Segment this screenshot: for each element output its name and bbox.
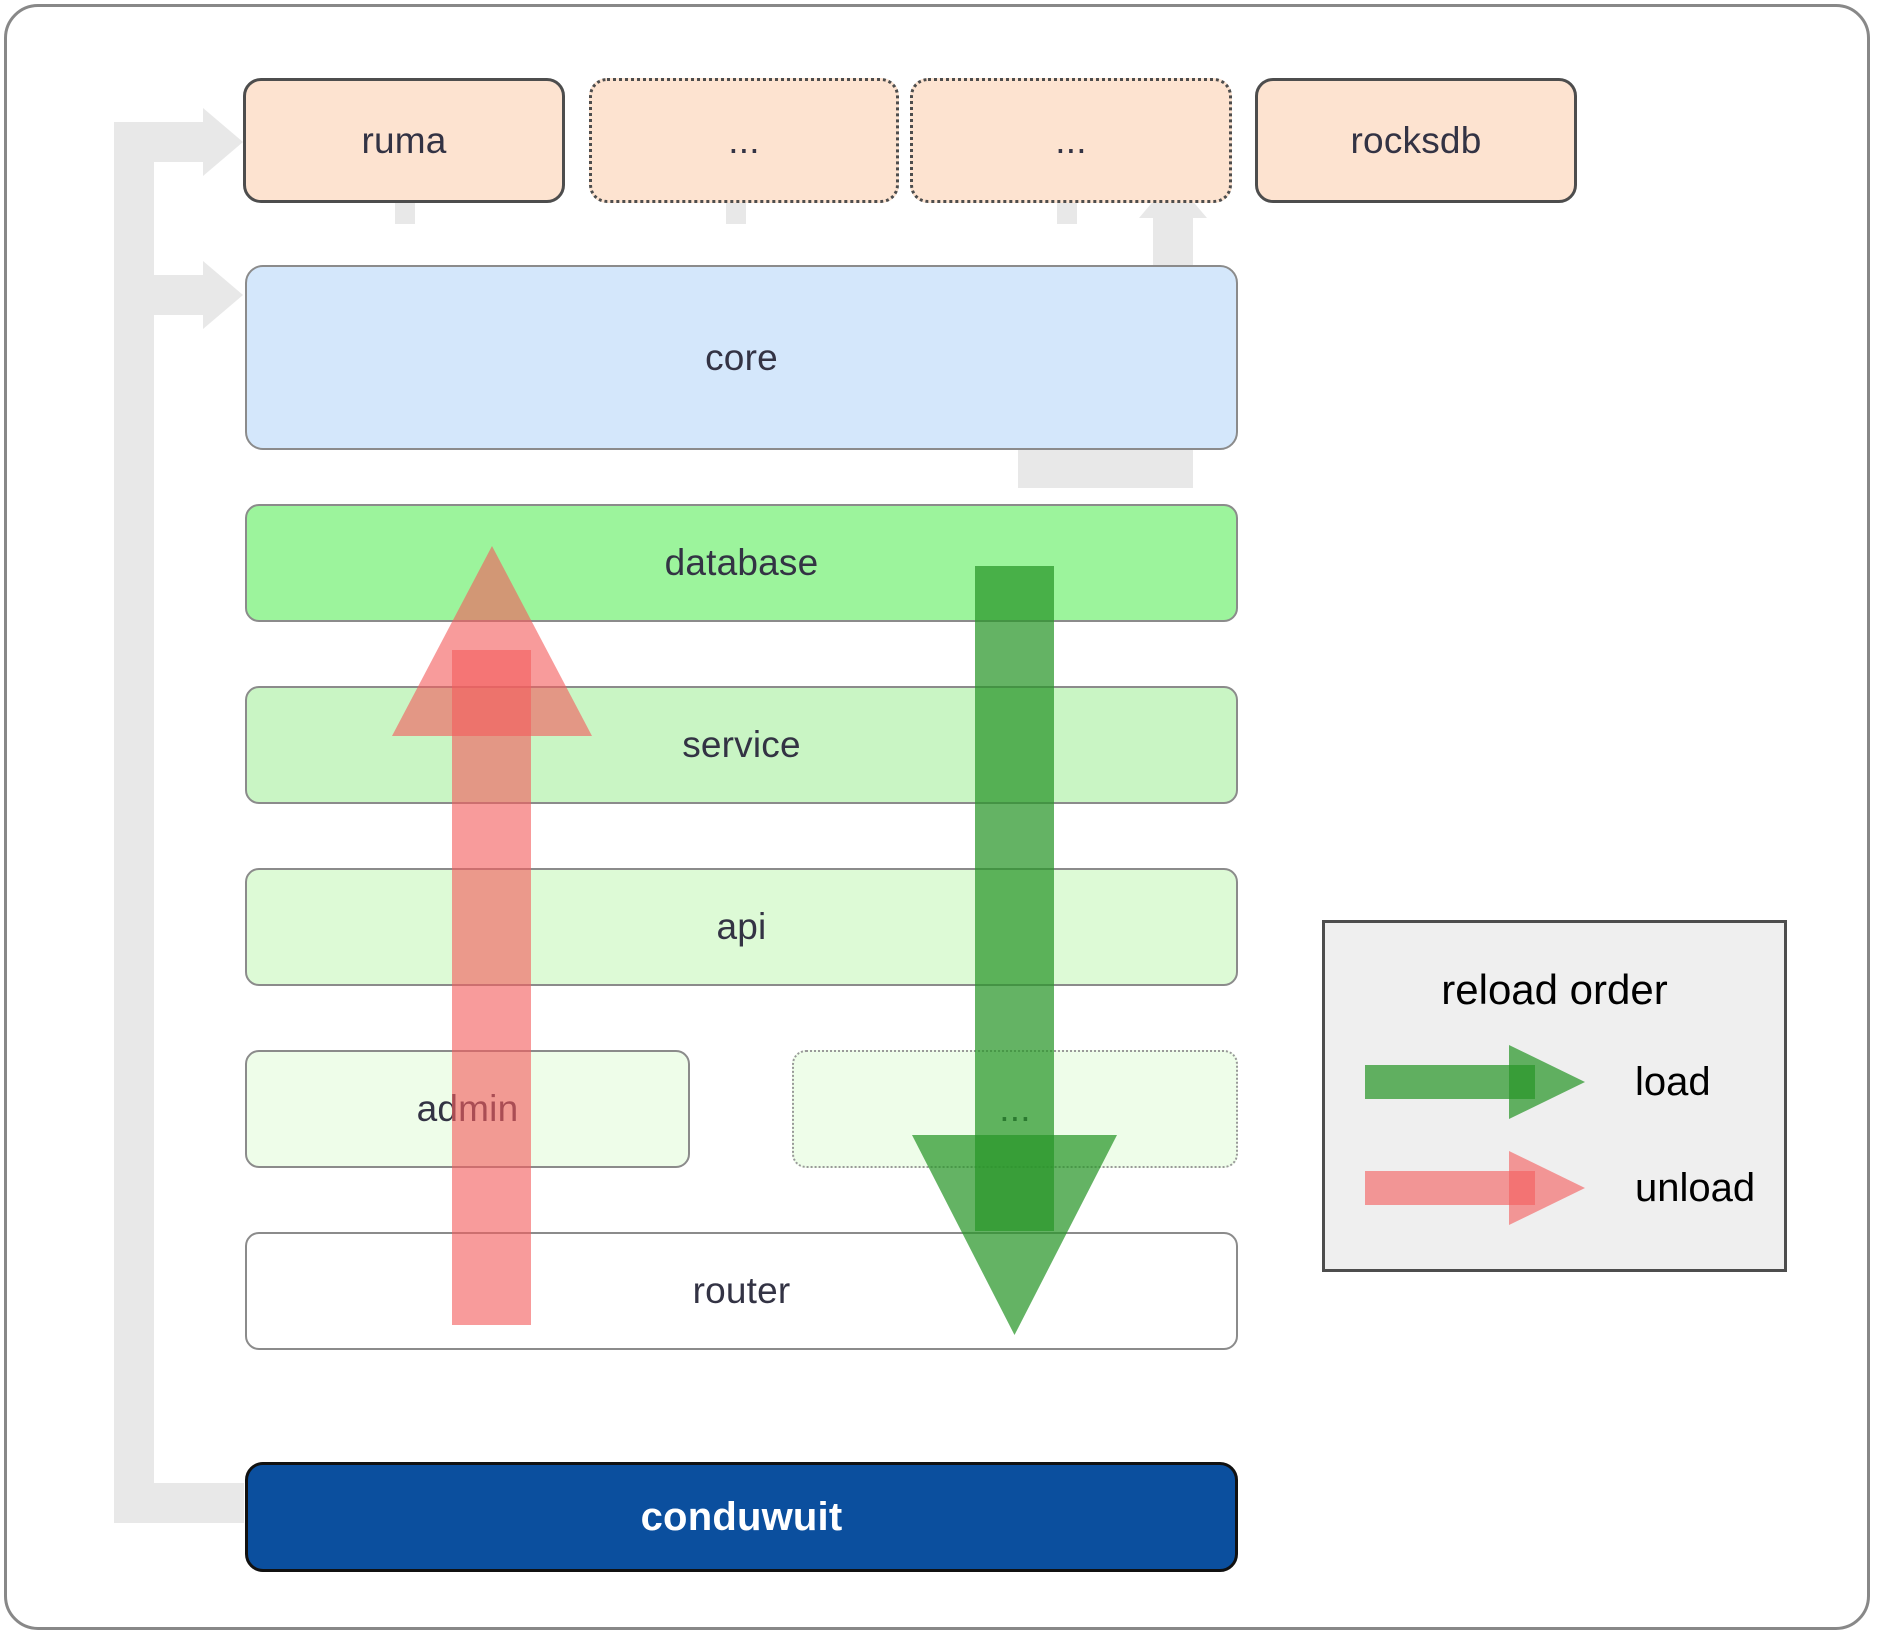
node-database-label: database (664, 542, 819, 583)
node-service[interactable]: service (245, 686, 1238, 804)
unload-arrow-shaft (452, 650, 531, 1325)
legend-load-label: load (1635, 1060, 1711, 1104)
node-database[interactable]: database (245, 504, 1238, 622)
node-ruma-label: ruma (361, 119, 447, 161)
connector-arrowhead-core (203, 261, 243, 329)
node-router[interactable]: router (245, 1232, 1238, 1350)
legend-load-arrowhead (1509, 1045, 1585, 1119)
node-service-label: service (682, 724, 801, 765)
connector-to-conduwuit (114, 1483, 244, 1523)
node-api-label: api (716, 906, 767, 947)
node-dependency-3[interactable]: ... (910, 78, 1232, 203)
legend-title: reload order (1441, 966, 1668, 1013)
node-conduwuit[interactable]: conduwuit (245, 1462, 1238, 1572)
legend-unload-label: unload (1635, 1166, 1756, 1210)
node-conduwuit-label: conduwuit (640, 1494, 843, 1539)
connector-core-to-dep2-shaft (726, 196, 746, 224)
legend-load-bar (1365, 1065, 1535, 1099)
legend-unload-arrowhead (1509, 1151, 1585, 1225)
node-dependency-3-label: ... (1055, 119, 1087, 161)
connector-core-to-ruma-shaft (395, 196, 415, 224)
node-rocksdb-label: rocksdb (1350, 119, 1482, 161)
node-core-label: core (705, 336, 778, 378)
connector-branch-core (114, 275, 212, 315)
load-arrow-shaft (975, 566, 1054, 1231)
legend-panel: reload order load unload (1322, 920, 1787, 1272)
node-api[interactable]: api (245, 868, 1238, 986)
legend-unload-bar (1365, 1171, 1535, 1205)
connector-trunk-vertical (114, 131, 154, 1523)
node-ruma[interactable]: ruma (243, 78, 565, 203)
node-core[interactable]: core (245, 265, 1238, 450)
connector-arrowhead-ruma (203, 108, 243, 176)
connector-branch-ruma (114, 122, 212, 162)
connector-core-to-dep3-shaft (1057, 196, 1077, 224)
node-dependency-2[interactable]: ... (589, 78, 899, 203)
node-dependency-2-label: ... (728, 119, 760, 161)
node-rocksdb[interactable]: rocksdb (1255, 78, 1577, 203)
diagram-frame (4, 4, 1870, 1630)
node-router-label: router (692, 1270, 791, 1311)
